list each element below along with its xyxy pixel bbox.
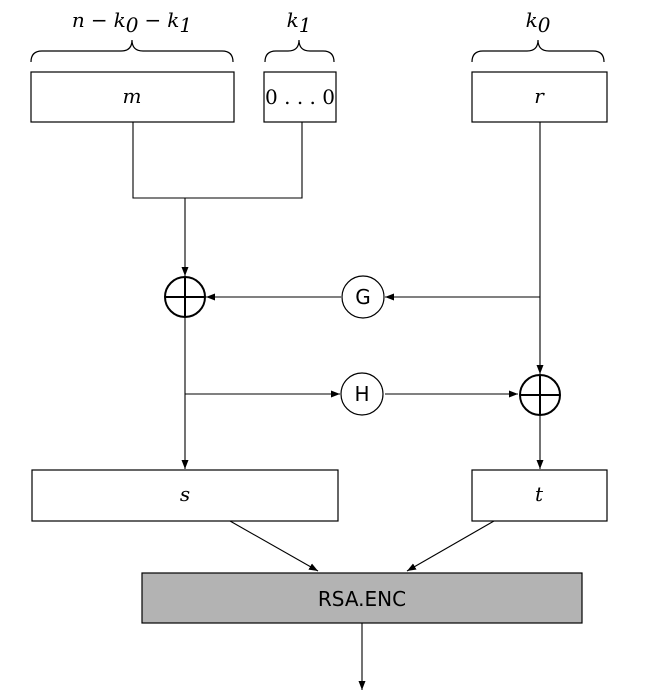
box-m <box>30 71 235 123</box>
brace-label-k1: k1 <box>287 8 312 37</box>
function-g-circle <box>341 275 385 319</box>
box-t <box>471 469 608 522</box>
brace-label-n-k0-k1: n−k0−k1 <box>72 8 192 37</box>
brace-label-k0: k0 <box>526 8 551 37</box>
arrow-s-to-rsa <box>229 520 319 572</box>
connector-m-zeros-merge <box>132 122 303 199</box>
label-g: G <box>355 285 371 309</box>
brace-right <box>471 39 605 63</box>
arrow-t-to-rsa <box>406 520 495 572</box>
label-r: r <box>534 84 545 108</box>
brace-middle <box>264 39 335 63</box>
box-zeros <box>263 71 337 123</box>
label-s: s <box>180 482 190 506</box>
label-h: H <box>354 382 369 406</box>
box-s <box>31 469 339 522</box>
brace-left <box>30 39 234 63</box>
xor-left-icon <box>164 276 206 318</box>
function-h-circle <box>340 372 384 416</box>
box-r <box>471 71 608 123</box>
label-zeros: 0 . . . 0 <box>265 85 335 109</box>
box-rsa-enc <box>141 572 583 624</box>
label-rsa-enc: RSA.ENC <box>318 587 406 611</box>
xor-right-icon <box>519 374 561 416</box>
label-t: t <box>535 482 544 506</box>
label-m: m <box>123 84 142 108</box>
